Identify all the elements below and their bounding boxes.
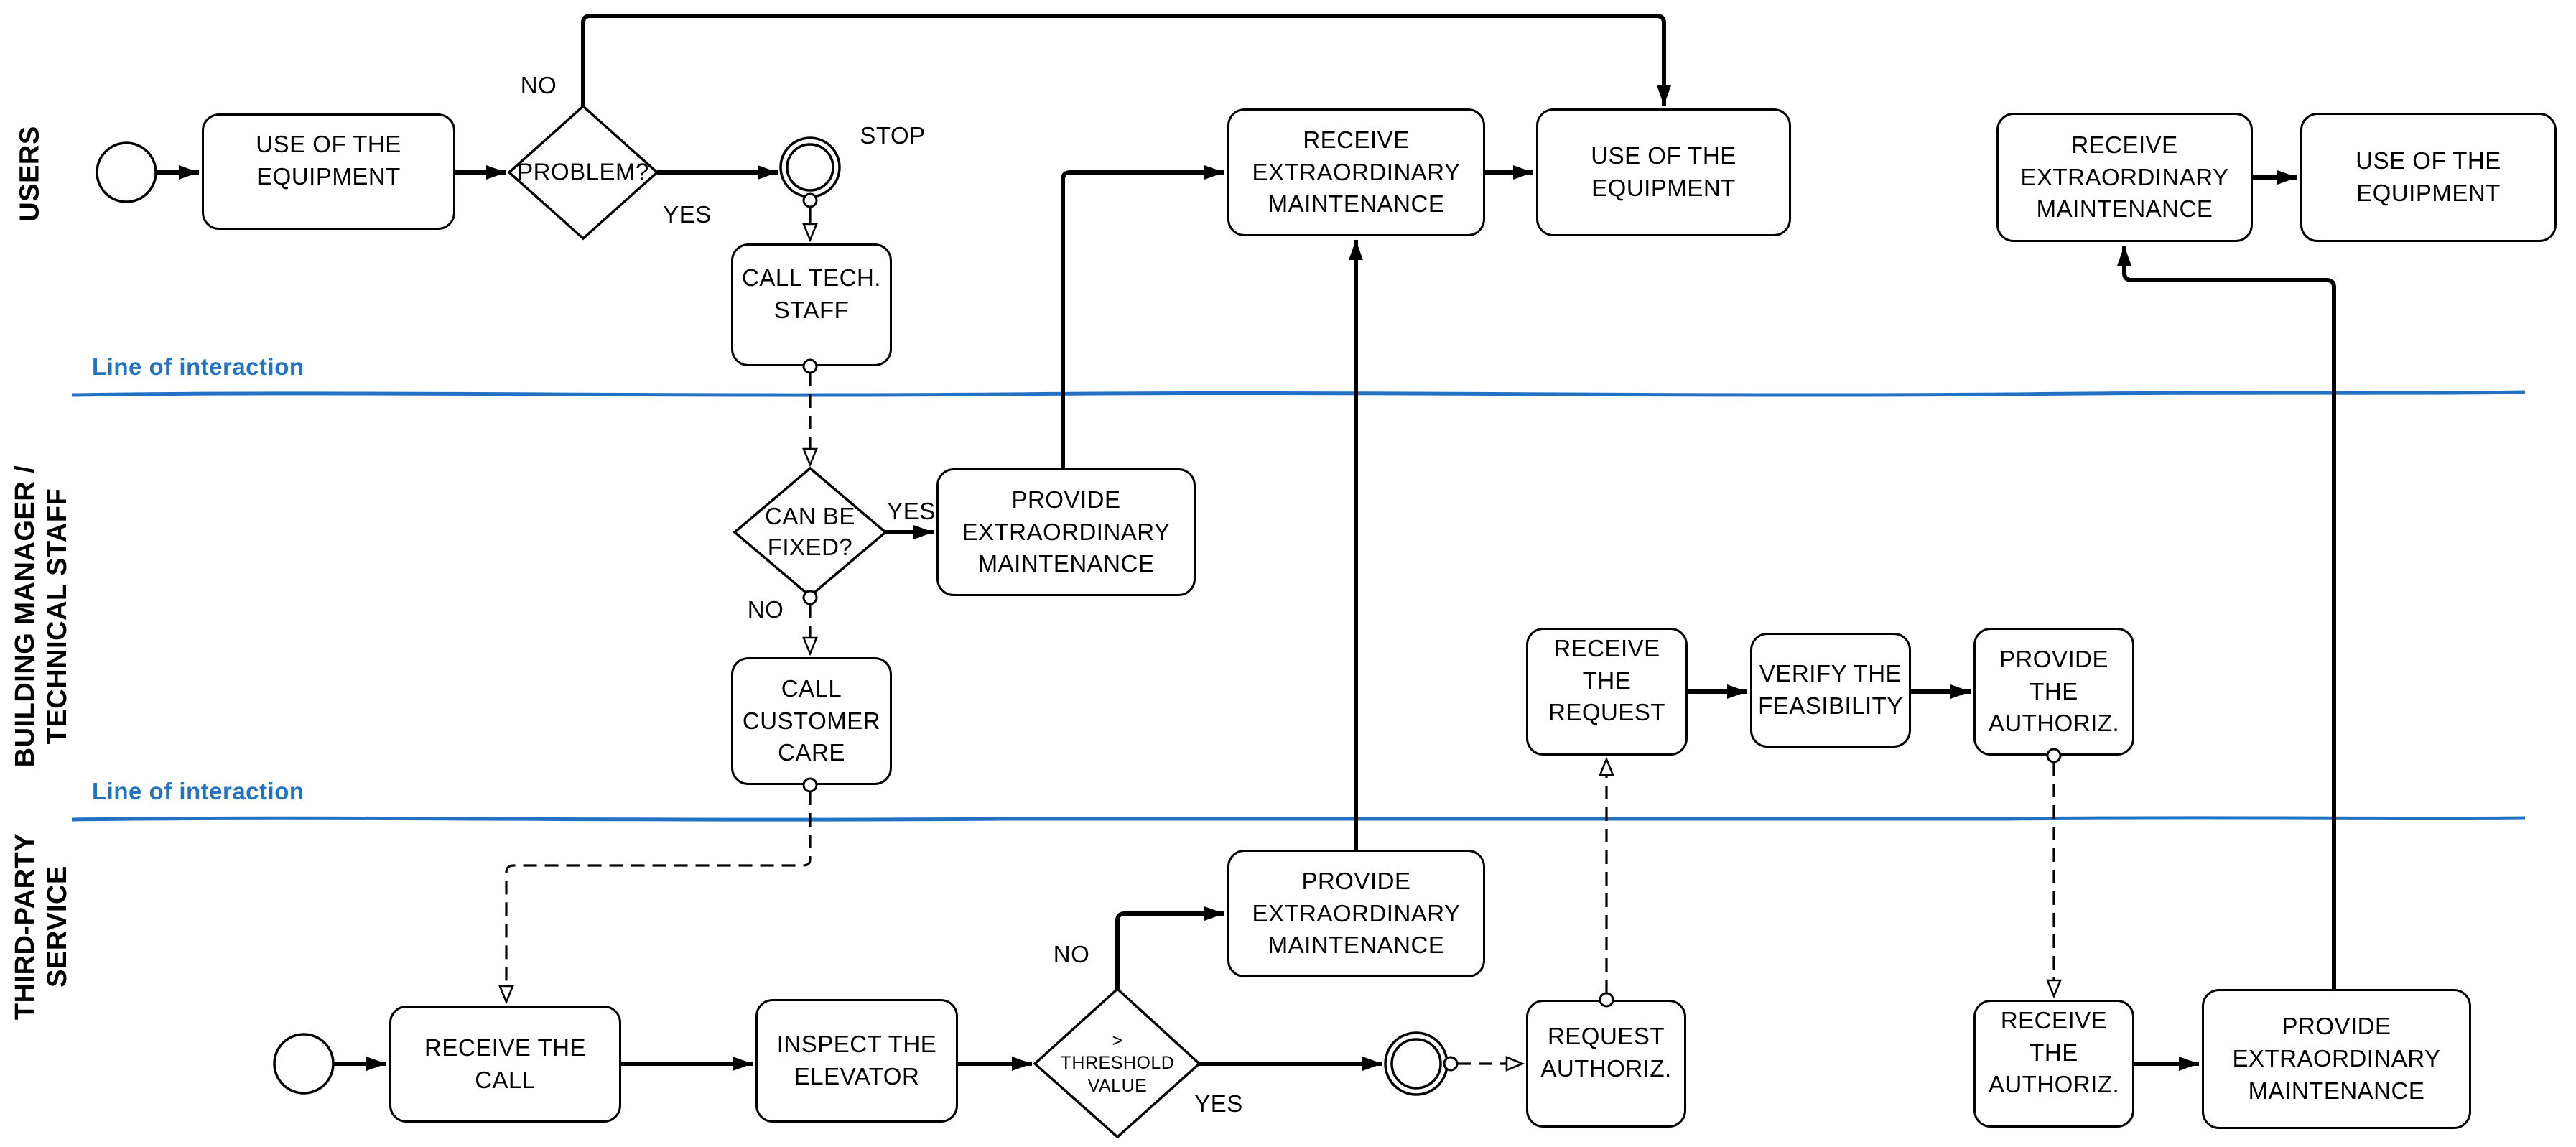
task-verify-feasibility: VERIFY THE FEASIBILITY bbox=[1750, 633, 1911, 748]
end-event-stop-inner bbox=[786, 143, 834, 192]
start-event-users bbox=[96, 141, 157, 203]
task-use-equipment-1: USE OF THE EQUIPMENT bbox=[202, 113, 455, 230]
end-event-third-party-inner bbox=[1390, 1038, 1442, 1090]
decision-can-be-fixed-label: CAN BE FIXED? bbox=[765, 503, 855, 560]
task-call-tech-staff: CALL TECH. STAFF bbox=[731, 243, 892, 366]
connector-origin-dot-can-be-fixed bbox=[802, 590, 818, 605]
interaction-line-label-2: Line of interaction bbox=[92, 778, 304, 804]
start-event-third-party bbox=[273, 1033, 335, 1095]
message-call-customer-to-receive-call bbox=[498, 791, 812, 1005]
edge-label-problem-yes: YES bbox=[663, 201, 712, 228]
flow-problem-no-to-use2 bbox=[581, 14, 1671, 106]
task-provide-authorization: PROVIDE THE AUTHORIZ. bbox=[1973, 628, 2134, 756]
connector-origin-dot-end-event bbox=[1443, 1056, 1459, 1072]
decision-problem-label: PROBLEM? bbox=[517, 158, 649, 185]
task-use-equipment-3: USE OF THE EQUIPMENT bbox=[2300, 113, 2557, 242]
task-receive-authorization: RECEIVE THE AUTHORIZ. bbox=[1973, 1000, 2134, 1128]
edge-label-fixed-yes: YES bbox=[887, 498, 936, 524]
connector-origin-dot-stop bbox=[802, 192, 818, 208]
edge-label-fixed-no: NO bbox=[747, 596, 784, 623]
task-receive-request: RECEIVE THE REQUEST bbox=[1526, 628, 1688, 756]
lane-label-third-party: THIRD-PARTY SERVICE bbox=[10, 832, 73, 1021]
decision-threshold-label: > THRESHOLD VALUE bbox=[1060, 1031, 1175, 1096]
task-request-authorization: REQUEST AUTHORIZ. bbox=[1526, 1000, 1686, 1128]
flow-threshold-no-to-provide2 bbox=[1115, 906, 1224, 989]
flow-provide3-to-receive2 bbox=[2117, 246, 2336, 989]
task-provide-maintenance-1: PROVIDE EXTRAORDINARY MAINTENANCE bbox=[936, 468, 1196, 596]
edge-label-problem-no: NO bbox=[520, 72, 557, 98]
end-event-stop-outer bbox=[779, 136, 841, 198]
task-provide-maintenance-3: PROVIDE EXTRAORDINARY MAINTENANCE bbox=[2202, 989, 2471, 1129]
lane-label-users: USERS bbox=[14, 126, 45, 222]
edge-label-threshold-no: NO bbox=[1053, 941, 1090, 967]
lane-label-building-manager: BUILDING MANAGER / TECHNICAL STAFF bbox=[10, 465, 73, 768]
interaction-line-2 bbox=[71, 816, 2526, 822]
edge-label-threshold-yes: YES bbox=[1194, 1090, 1243, 1117]
task-receive-maintenance-1: RECEIVE EXTRAORDINARY MAINTENANCE bbox=[1227, 108, 1485, 236]
interaction-line-1 bbox=[71, 390, 2526, 397]
interaction-line-label-1: Line of interaction bbox=[92, 353, 304, 380]
task-receive-maintenance-2: RECEIVE EXTRAORDINARY MAINTENANCE bbox=[1996, 113, 2253, 242]
flow-provide1-to-receive1 bbox=[1061, 165, 1224, 468]
task-use-equipment-2: USE OF THE EQUIPMENT bbox=[1536, 108, 1791, 236]
task-provide-maintenance-2: PROVIDE EXTRAORDINARY MAINTENANCE bbox=[1227, 850, 1485, 977]
task-inspect-elevator: INSPECT THE ELEVATOR bbox=[755, 999, 958, 1123]
task-call-customer-care: CALL CUSTOMER CARE bbox=[731, 657, 892, 785]
task-receive-call: RECEIVE THE CALL bbox=[389, 1006, 621, 1123]
end-event-third-party-outer bbox=[1384, 1031, 1449, 1096]
end-event-stop-label: STOP bbox=[860, 122, 926, 149]
